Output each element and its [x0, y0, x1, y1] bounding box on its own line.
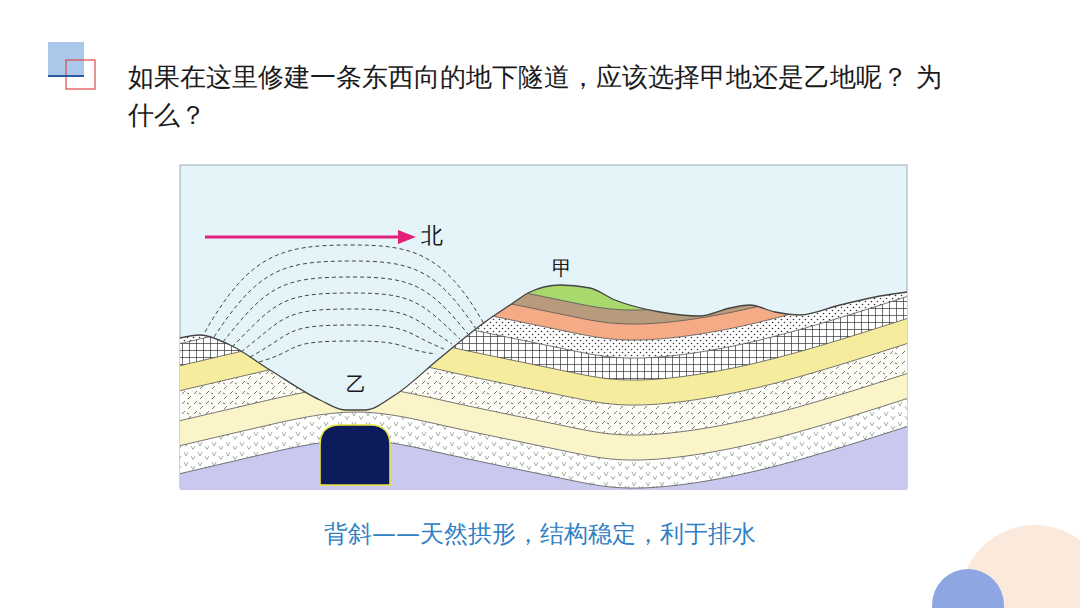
direction-label: 北 — [421, 224, 443, 248]
place-label: 乙 — [346, 373, 366, 395]
eroded-layer-arc — [241, 309, 452, 352]
caption: 背斜——天然拱形，结构稳定，利于排水 — [324, 518, 756, 550]
rock-layer — [170, 396, 915, 508]
rock-layer — [170, 276, 915, 508]
slide-title: 如果在这里修建一条东西向的地下隧道，应该选择甲地还是乙地呢？ 为什么？ — [128, 58, 958, 134]
layer-boundary — [170, 341, 915, 405]
corner-line — [48, 75, 84, 77]
corner-circle — [932, 569, 1004, 608]
layer-boundary — [170, 246, 915, 310]
north-arrowhead — [398, 230, 416, 244]
corner-square-outline — [66, 60, 95, 89]
place-label: 甲 — [552, 257, 572, 279]
layer-boundary — [170, 316, 915, 380]
eroded-layer-arc — [223, 277, 468, 342]
rock-layer — [170, 424, 915, 508]
label-holder: 乙 — [346, 373, 366, 395]
rock-layers — [170, 150, 915, 508]
north-arrow — [205, 236, 400, 239]
label-holder: 北 — [421, 224, 443, 248]
eroded-layer-arc — [259, 341, 436, 362]
eroded-layer-arc — [232, 293, 460, 347]
tunnel — [320, 425, 390, 485]
slide-title-holder: 如果在这里修建一条东西向的地下隧道，应该选择甲地还是乙地呢？ 为什么？ — [128, 58, 958, 134]
rock-layer — [170, 246, 915, 508]
layer-boundary — [170, 276, 915, 340]
ground-surface — [180, 285, 907, 410]
layer-boundary — [170, 294, 915, 358]
eroded-layer-arcs — [205, 245, 484, 362]
layer-lines — [180, 285, 907, 410]
layer-boundary — [170, 371, 915, 435]
eroded-layer-arc — [205, 245, 484, 332]
layer-boundary — [170, 424, 915, 488]
caption-holder: 背斜——天然拱形，结构稳定，利于排水 — [140, 518, 940, 550]
rock-layer — [170, 260, 915, 508]
label-holder: 甲 — [552, 257, 572, 279]
rock-layer — [170, 316, 915, 508]
